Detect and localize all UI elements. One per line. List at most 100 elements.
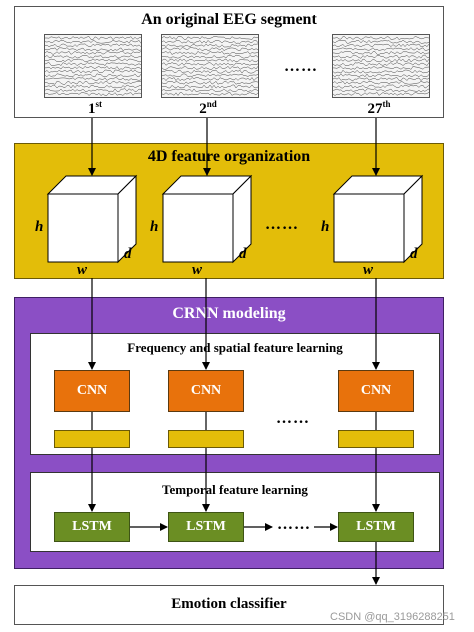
eeg-channel-trace [333, 51, 429, 55]
cube-27-d: d [410, 246, 418, 262]
eeg-channel-trace [162, 69, 258, 74]
cnn-ellipsis: …… [276, 410, 310, 427]
feature-organization-panel: 4D feature organization [14, 143, 444, 279]
cube-ellipsis: …… [265, 216, 299, 233]
eeg-channel-trace [45, 88, 141, 93]
eeg-channel-trace [333, 47, 429, 51]
lstm-block-1: LSTM [54, 512, 130, 542]
eeg-channel-trace [162, 84, 258, 89]
lstm-label-27: LSTM [356, 519, 396, 534]
eeg-segment-title: An original EEG segment [141, 11, 317, 28]
emotion-classifier-title: Emotion classifier [171, 596, 287, 612]
eeg-channel-trace [45, 39, 141, 44]
cnn-label-27: CNN [360, 383, 392, 398]
eeg-channel-trace [162, 81, 258, 85]
eeg-channel-trace [162, 58, 258, 63]
eeg-channel-trace [45, 54, 141, 59]
eeg-channel-trace [162, 77, 258, 82]
eeg-channel-trace [333, 77, 429, 81]
eeg-channel-trace [45, 58, 141, 63]
eeg-channel-trace [333, 54, 429, 59]
temporal-title: Temporal feature learning [162, 482, 308, 497]
eeg-channel-trace [162, 50, 258, 55]
freq-spatial-title: Frequency and spatial feature learning [127, 340, 343, 355]
eeg-channel-trace [45, 84, 141, 89]
eeg-channel-trace [162, 88, 258, 93]
cube-1-d: d [124, 246, 132, 262]
eeg-channel-trace [333, 80, 429, 85]
eeg-channel-trace [45, 73, 141, 78]
eeg-channel-trace [162, 73, 258, 78]
feature-vector-1 [54, 430, 130, 448]
eeg-ordinal-1-suffix: st [95, 99, 103, 109]
crnn-title: CRNN modeling [172, 305, 286, 322]
eeg-thumbnail-1 [44, 34, 142, 98]
eeg-channel-trace [333, 88, 429, 93]
eeg-channel-trace [333, 69, 429, 74]
eeg-trace-group [333, 36, 429, 96]
lstm-label-1: LSTM [72, 519, 112, 534]
eeg-channel-trace [333, 39, 429, 44]
eeg-ordinal-1: 1st [75, 99, 115, 118]
eeg-channel-trace [162, 47, 258, 52]
eeg-channel-trace [45, 36, 141, 40]
cnn-label-2: CNN [190, 383, 222, 398]
eeg-ordinal-27-num: 27 [367, 101, 383, 117]
eeg-channel-trace [333, 62, 429, 66]
cube-27-h: h [321, 219, 330, 235]
eeg-channel-trace [333, 43, 429, 48]
cube-2-w: w [192, 262, 203, 278]
feature-organization-title: 4D feature organization [147, 148, 311, 165]
eeg-ordinal-2-num: 2 [199, 101, 207, 117]
eeg-ordinal-2: 2nd [188, 99, 228, 118]
cnn-block-1: CNN [54, 370, 130, 412]
lstm-block-2: LSTM [168, 512, 244, 542]
eeg-channel-trace [333, 36, 429, 40]
eeg-channel-trace [162, 43, 258, 48]
eeg-channel-trace [162, 39, 258, 44]
eeg-thumbnail-27 [332, 34, 430, 98]
cnn-label-1: CNN [76, 383, 108, 398]
eeg-channel-trace [162, 65, 258, 70]
eeg-trace-group [45, 36, 141, 96]
eeg-channel-trace [162, 62, 258, 66]
eeg-channel-trace [333, 58, 429, 63]
eeg-channel-trace [162, 36, 258, 40]
cube-2-d: d [239, 246, 247, 262]
eeg-channel-trace [333, 73, 429, 78]
feature-vector-2 [168, 430, 244, 448]
lstm-block-27: LSTM [338, 512, 414, 542]
eeg-channel-trace [45, 69, 141, 74]
emotion-classifier-panel: Emotion classifier [14, 585, 444, 625]
eeg-channel-trace [333, 92, 429, 96]
lstm-label-2: LSTM [186, 519, 226, 534]
watermark: CSDN @qq_3196288251 [330, 611, 455, 623]
eeg-ordinal-27: 27th [359, 99, 399, 118]
eeg-ordinal-1-num: 1 [88, 101, 96, 117]
cube-1-w: w [77, 262, 88, 278]
eeg-channel-trace [45, 62, 141, 66]
eeg-channel-trace [45, 65, 141, 70]
eeg-channel-trace [162, 54, 258, 59]
eeg-channel-trace [45, 80, 141, 85]
eeg-ellipsis: …… [284, 58, 318, 75]
cnn-block-27: CNN [338, 370, 414, 412]
eeg-channel-trace [45, 43, 141, 47]
eeg-thumbnail-2 [161, 34, 259, 98]
eeg-trace-group [162, 36, 258, 96]
cnn-block-2: CNN [168, 370, 244, 412]
eeg-channel-trace [45, 77, 141, 81]
cube-27-w: w [363, 262, 374, 278]
eeg-channel-trace [333, 66, 429, 70]
eeg-ordinal-2-suffix: nd [206, 99, 217, 109]
eeg-channel-trace [45, 51, 141, 55]
lstm-ellipsis: …… [277, 516, 311, 533]
feature-vector-27 [338, 430, 414, 448]
cube-1-h: h [35, 219, 44, 235]
eeg-channel-trace [333, 84, 429, 89]
cube-2-h: h [150, 219, 159, 235]
eeg-ordinal-27-suffix: th [382, 99, 391, 109]
eeg-channel-trace [45, 92, 141, 96]
eeg-channel-trace [162, 92, 258, 96]
eeg-channel-trace [45, 47, 141, 52]
